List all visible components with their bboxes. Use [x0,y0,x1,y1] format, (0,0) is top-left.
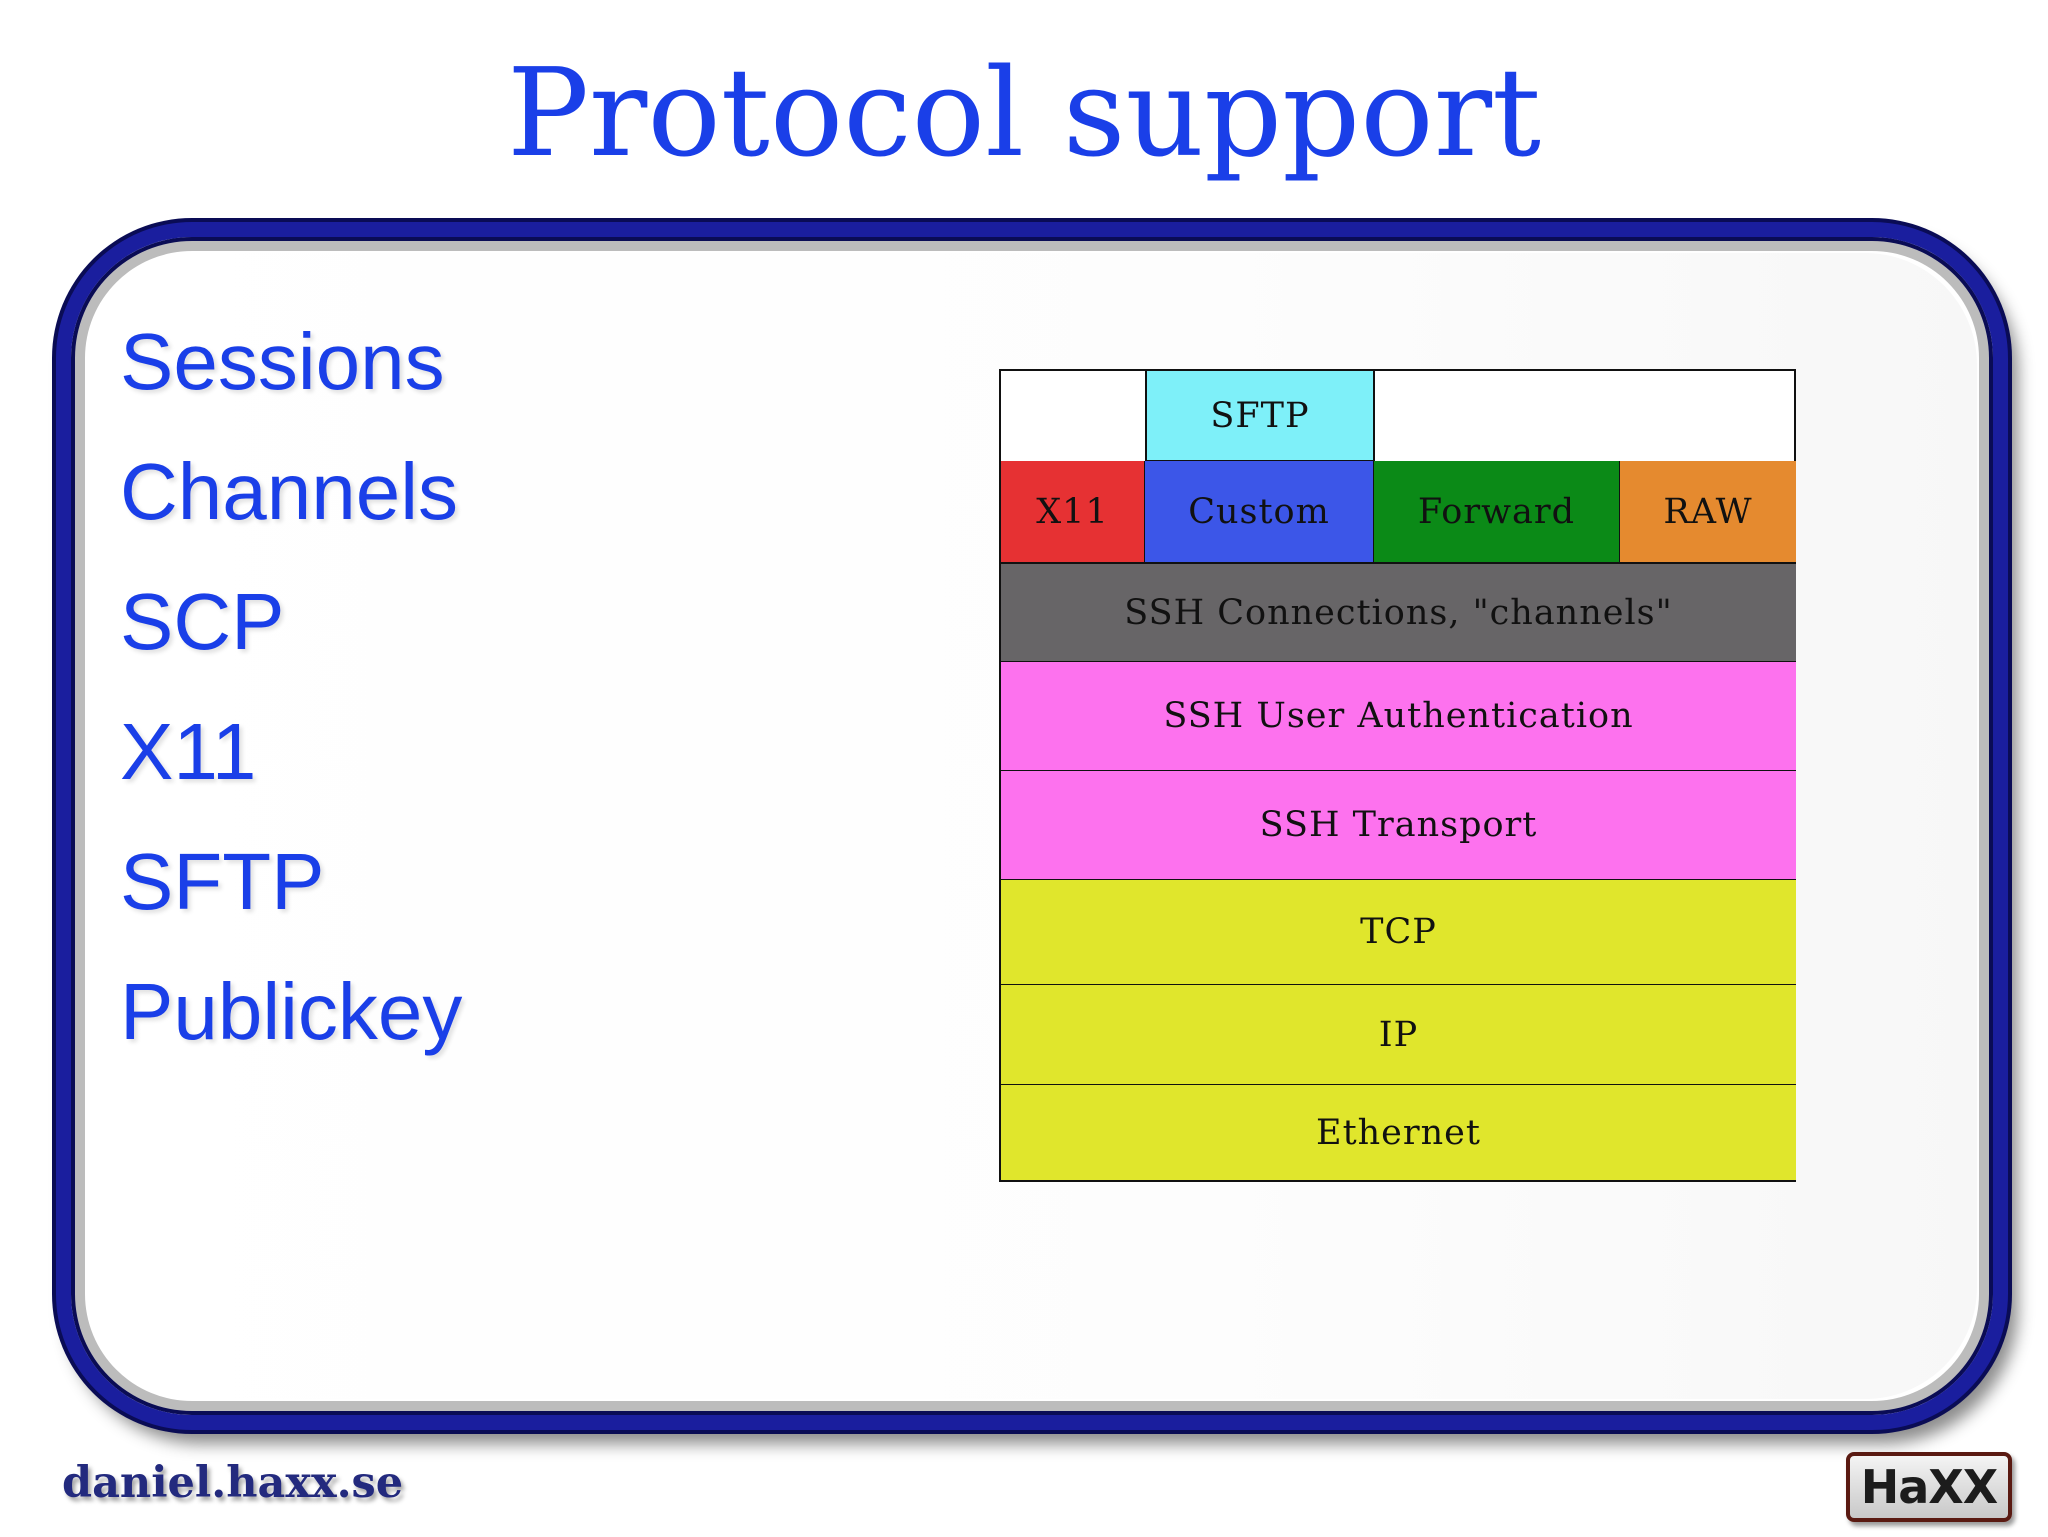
ssh-connections-layer: SSH Connections, "channels" [1001,562,1796,663]
ip-layer-label: IP [1378,1014,1419,1055]
ssh-connections-layer-label: SSH Connections, "channels" [1124,592,1673,633]
tcp-layer-label: TCP [1360,912,1437,952]
x11-layer-label: X11 [1036,492,1109,532]
forward-layer-label: Forward [1417,492,1576,532]
sftp-layer-label: SFTP [1210,395,1310,436]
haxx-logo: HaXX [1846,1452,2012,1522]
raw-layer: RAW [1620,461,1796,563]
sftp-layer: SFTP [1145,371,1375,462]
bullet-item: Sessions [120,317,445,406]
bullet-item: X11 [120,707,257,796]
ssh-transport-layer: SSH Transport [1001,771,1796,881]
raw-layer-label: RAW [1663,492,1753,532]
ssh-user-auth-layer: SSH User Authentication [1001,662,1796,772]
bullet-item: Publickey [120,967,463,1056]
haxx-logo-text: HaXX [1860,1460,1998,1514]
ip-layer: IP [1001,985,1796,1086]
custom-layer-label: Custom [1188,492,1330,532]
x11-layer: X11 [1001,461,1146,563]
bullet-item: Channels [120,447,459,536]
protocol-stack-diagram: SFTP X11 Custom Forward RAW SSH Connecti… [999,369,1796,1182]
forward-layer: Forward [1374,461,1621,563]
tcp-layer: TCP [1001,880,1796,986]
bullet-item: SCP [120,577,285,666]
bullet-item: SFTP [120,837,325,926]
footer-url: daniel.haxx.se [62,1458,404,1508]
ssh-user-auth-layer-label: SSH User Authentication [1163,696,1634,736]
bullet-list: Sessions Channels SCP X11 SFTP Publickey [120,322,462,1102]
ethernet-layer-label: Ethernet [1316,1112,1481,1153]
custom-layer: Custom [1145,461,1375,563]
ssh-transport-layer-label: SSH Transport [1259,805,1538,845]
slide-title: Protocol support [506,42,1542,184]
ethernet-layer: Ethernet [1001,1085,1796,1180]
